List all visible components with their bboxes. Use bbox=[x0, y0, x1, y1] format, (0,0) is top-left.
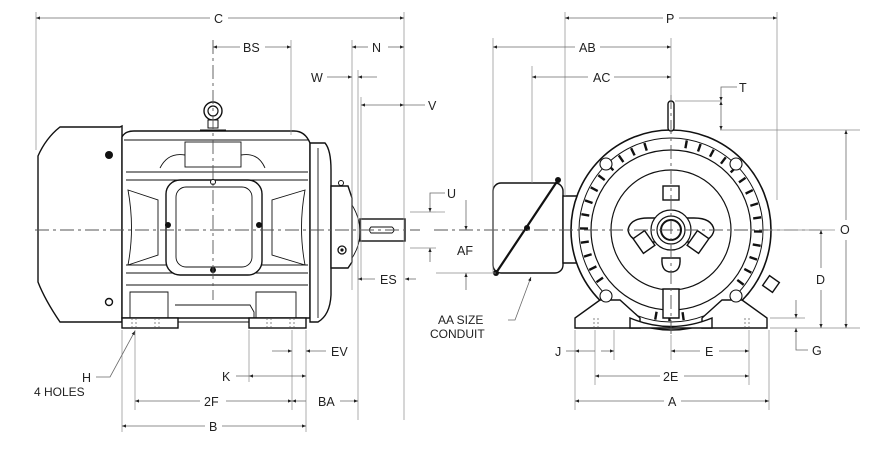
cooling-fin bbox=[643, 142, 648, 151]
label-AC: AC bbox=[593, 71, 610, 85]
label-W: W bbox=[311, 71, 323, 85]
cooling-fin bbox=[617, 154, 625, 163]
label-U: U bbox=[447, 187, 456, 201]
cooling-fin bbox=[743, 267, 752, 274]
label-BS: BS bbox=[243, 41, 260, 55]
cooling-fin bbox=[749, 255, 758, 261]
label-E: E bbox=[705, 345, 713, 359]
label-H: H bbox=[82, 371, 91, 385]
end-view-foot-right bbox=[701, 299, 768, 329]
cooling-fin bbox=[684, 140, 688, 149]
terminal-box-cover bbox=[165, 179, 263, 276]
label-4-holes: 4 HOLES bbox=[34, 385, 85, 399]
side-view-extension-lines bbox=[35, 12, 436, 432]
cooling-fin bbox=[752, 243, 761, 247]
cooling-fin bbox=[708, 149, 715, 158]
label-ES: ES bbox=[380, 273, 397, 287]
label-K: K bbox=[222, 370, 231, 384]
label-AA-size: AA SIZE bbox=[438, 313, 483, 327]
end-bracket bbox=[309, 142, 332, 323]
cooling-fin bbox=[745, 189, 754, 195]
label-C: C bbox=[214, 12, 223, 26]
end-view-labels: P AB AC T O D G AF AA SIZE CONDUIT J E 2… bbox=[430, 12, 850, 409]
label-conduit: CONDUIT bbox=[430, 327, 485, 341]
cooling-fin bbox=[738, 176, 747, 184]
cooling-fin bbox=[750, 202, 759, 207]
side-view-dimensions bbox=[36, 16, 445, 428]
cooling-fin bbox=[736, 278, 745, 286]
grease-fitting bbox=[761, 274, 781, 294]
side-view-labels: C BS N W V U ES EV K 2F BA B H 4 HOLES bbox=[34, 12, 456, 434]
label-EV: EV bbox=[331, 345, 348, 359]
fan-cover-bolt bbox=[104, 297, 114, 307]
side-view bbox=[35, 40, 420, 329]
cooling-fin bbox=[584, 199, 593, 205]
label-BA: BA bbox=[318, 395, 335, 409]
cooling-fin bbox=[719, 156, 727, 165]
mounting-foot bbox=[121, 317, 179, 329]
cooling-fin bbox=[597, 174, 606, 182]
fan-cover-bolt bbox=[105, 151, 113, 159]
label-V: V bbox=[428, 99, 437, 113]
cooling-fin bbox=[654, 311, 658, 320]
label-O: O bbox=[840, 223, 850, 237]
cooling-fin bbox=[580, 240, 589, 244]
cooling-fin bbox=[595, 276, 604, 284]
label-AF: AF bbox=[457, 244, 473, 258]
cooling-fin bbox=[588, 265, 597, 271]
end-view bbox=[434, 95, 820, 335]
fan-cover bbox=[37, 124, 123, 323]
label-2F: 2F bbox=[204, 395, 219, 409]
label-P: P bbox=[666, 12, 674, 26]
label-AB: AB bbox=[579, 41, 596, 55]
cooling-fin bbox=[590, 186, 599, 193]
bearing-cap bbox=[330, 185, 353, 269]
label-D: D bbox=[816, 273, 825, 287]
cooling-fin bbox=[681, 312, 685, 321]
label-B: B bbox=[209, 420, 217, 434]
cooling-fin bbox=[581, 213, 590, 217]
cooling-fin bbox=[630, 147, 636, 156]
label-J: J bbox=[555, 345, 561, 359]
cooling-fin bbox=[583, 253, 592, 258]
cooling-fin bbox=[696, 143, 702, 152]
cooling-fin bbox=[753, 216, 762, 220]
end-view-dimensions bbox=[464, 16, 848, 403]
label-A: A bbox=[668, 395, 677, 409]
label-T: T bbox=[739, 81, 747, 95]
mounting-foot bbox=[248, 317, 307, 329]
label-2E: 2E bbox=[663, 370, 678, 384]
label-G: G bbox=[812, 344, 822, 358]
label-N: N bbox=[372, 41, 381, 55]
